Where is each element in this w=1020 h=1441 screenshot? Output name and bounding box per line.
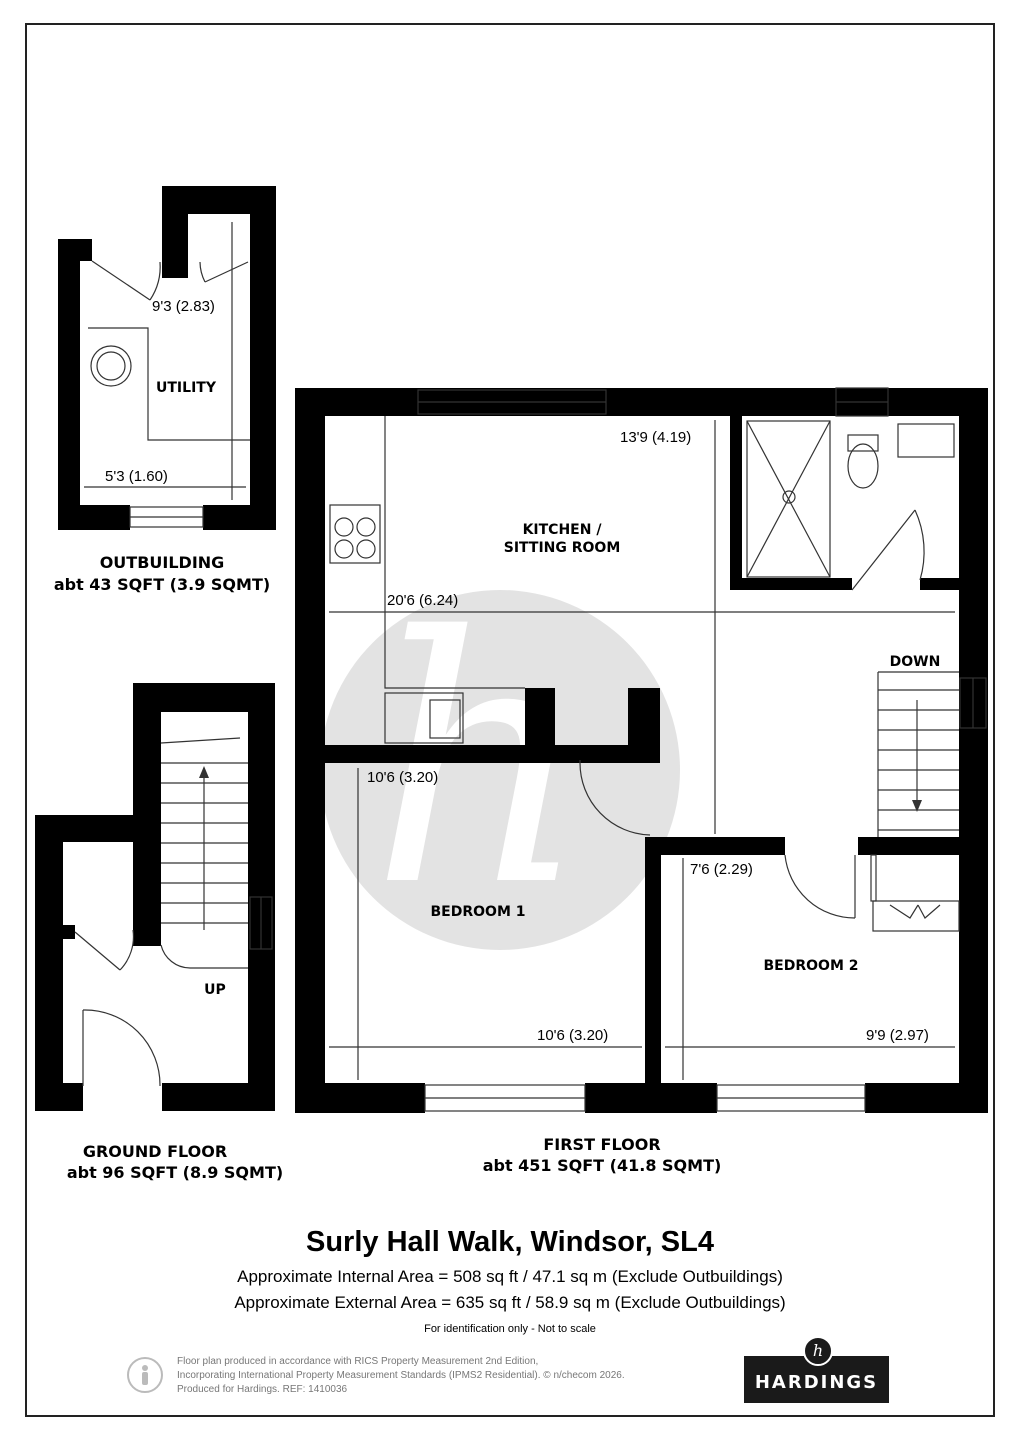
ground-floor-area: abt 96 SQFT (8.9 SQMT)	[67, 1163, 283, 1182]
bedroom1-dim-depth: 10'6 (3.20)	[367, 769, 438, 786]
plan-border	[25, 23, 995, 1417]
footer-line2: Incorporating International Property Mea…	[177, 1370, 625, 1381]
footer-line3: Produced for Hardings. REF: 1410036	[177, 1384, 348, 1395]
first-stair-label: DOWN	[890, 654, 941, 670]
bedroom2-label: BEDROOM 2	[764, 958, 859, 974]
outbuilding-plan	[58, 186, 276, 530]
hardings-mark-icon: h	[803, 1336, 833, 1366]
first-floor-area: abt 451 SQFT (41.8 SQMT)	[483, 1156, 722, 1175]
ground-floor-title: GROUND FLOOR	[83, 1142, 227, 1161]
property-address: Surly Hall Walk, Windsor, SL4	[306, 1226, 714, 1258]
ground-floor-plan	[35, 683, 275, 1111]
kitchen-label-line2: SITTING ROOM	[504, 540, 621, 556]
internal-area: Approximate Internal Area = 508 sq ft / …	[237, 1267, 783, 1286]
footer-line1: Floor plan produced in accordance with R…	[177, 1356, 539, 1367]
utility-dim-length: 9'3 (2.83)	[152, 298, 215, 315]
outbuilding-title: OUTBUILDING	[100, 553, 225, 572]
scale-disclaimer: For identification only - Not to scale	[424, 1323, 596, 1335]
kitchen-dim-depth: 13'9 (4.19)	[620, 429, 691, 446]
footer-note: Floor plan produced in accordance with R…	[177, 1355, 737, 1397]
bedroom1-label: BEDROOM 1	[431, 904, 526, 920]
kitchen-label-line1: KITCHEN /	[523, 522, 603, 538]
first-floor-plan	[295, 388, 988, 1113]
utility-label: UTILITY	[156, 380, 217, 396]
external-area: Approximate External Area = 635 sq ft / …	[234, 1293, 786, 1312]
bedroom1-dim-width: 10'6 (3.20)	[537, 1027, 608, 1044]
person-badge-icon	[127, 1357, 163, 1393]
bedroom2-dim-width: 9'9 (2.97)	[866, 1027, 929, 1044]
outbuilding-area: abt 43 SQFT (3.9 SQMT)	[54, 575, 270, 594]
utility-dim-width: 5'3 (1.60)	[105, 468, 168, 485]
first-floor-title: FIRST FLOOR	[543, 1135, 660, 1154]
kitchen-dim-width: 20'6 (6.24)	[387, 592, 458, 609]
ground-stair-label: UP	[204, 982, 226, 998]
bedroom2-dim-depth: 7'6 (2.29)	[690, 861, 753, 878]
